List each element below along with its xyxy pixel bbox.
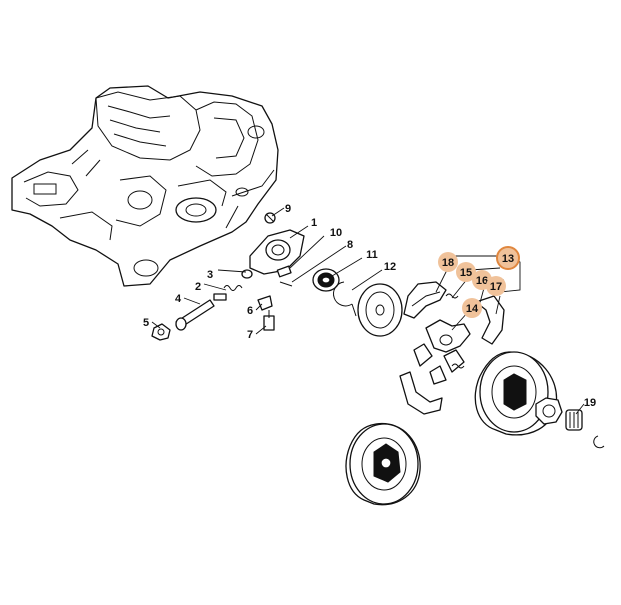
callout-7[interactable]: 7 <box>247 329 253 341</box>
callout-17[interactable]: 17 <box>486 276 506 296</box>
callout-15-highlight <box>456 262 476 282</box>
shaft-part-4 <box>175 299 215 331</box>
callout-19[interactable]: 19 <box>584 397 596 409</box>
callout-16-label: 16 <box>476 275 488 287</box>
clutch-shoe-lower <box>399 371 443 415</box>
callout-12[interactable]: 12 <box>384 261 396 273</box>
callout-13-ring <box>496 246 520 270</box>
callout-1[interactable]: 1 <box>311 217 317 229</box>
callout-14-highlight <box>462 298 482 318</box>
callout-17-label: 17 <box>490 281 502 293</box>
clutch-drum-lower <box>345 422 421 506</box>
callout-13[interactable]: 13 <box>496 246 520 270</box>
callout-4[interactable]: 4 <box>175 293 182 305</box>
seal-part-1 <box>249 229 305 275</box>
callout-13-label: 13 <box>502 253 514 265</box>
callout-15-label: 15 <box>460 267 472 279</box>
callout-11[interactable]: 11 <box>366 249 378 261</box>
screw-part-7 <box>263 310 275 331</box>
callout-18-highlight <box>438 252 458 272</box>
spring-clip-part-11 <box>333 281 357 317</box>
worm-gear-part <box>312 268 340 292</box>
nut-part-5 <box>151 323 171 341</box>
callout-6[interactable]: 6 <box>247 305 253 317</box>
clutch-spring-lower <box>451 363 465 369</box>
callout-10[interactable]: 10 <box>330 227 342 239</box>
callout-8[interactable]: 8 <box>347 239 353 251</box>
callout-14[interactable]: 14 <box>462 298 482 318</box>
clutch-shoe-upper <box>403 281 447 319</box>
engine-housing <box>11 85 279 287</box>
pin-part-8 <box>279 281 293 287</box>
callout-14-label: 14 <box>466 303 479 315</box>
clutch-carrier-part-14 <box>413 319 471 385</box>
clutch-spring-part-16 <box>445 293 459 299</box>
screw-part-10 <box>276 265 292 278</box>
spring-part-3 <box>223 285 243 291</box>
rim-sprocket-part <box>535 397 563 425</box>
e-clip-part <box>593 435 605 449</box>
thrust-washer-part-12 <box>357 283 403 337</box>
bracket-part-6 <box>257 295 273 311</box>
needle-bearing-part-19 <box>565 409 583 431</box>
callout-15[interactable]: 15 <box>456 262 476 282</box>
clutch-drum-right <box>474 351 558 436</box>
callout-2[interactable]: 2 <box>195 281 201 293</box>
callout-9[interactable]: 9 <box>285 203 291 215</box>
washer-part-3b <box>241 269 253 279</box>
callout-18-label: 18 <box>442 257 454 269</box>
callout-5[interactable]: 5 <box>143 317 149 329</box>
callout-3[interactable]: 3 <box>207 269 213 281</box>
part-2 <box>213 293 227 301</box>
callout-17-highlight <box>486 276 506 296</box>
callout-18[interactable]: 18 <box>438 252 458 272</box>
